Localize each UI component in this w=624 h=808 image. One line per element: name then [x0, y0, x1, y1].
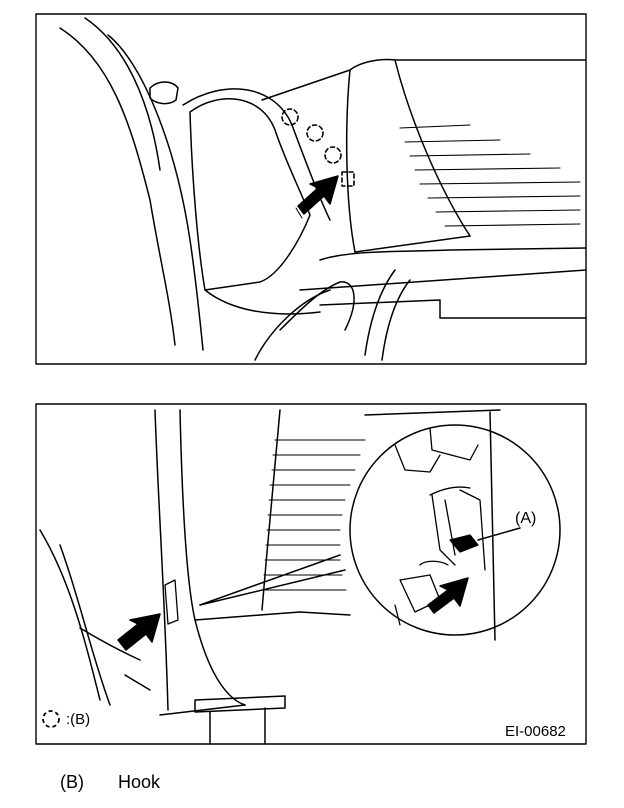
legend-text: :(B): [66, 710, 91, 728]
grab-handle-opening: [189, 98, 311, 291]
removal-arrow-bottom: [117, 613, 161, 651]
figure-id: EI-00682: [505, 723, 566, 740]
caption-text: Hook: [118, 772, 161, 792]
hook-location-markers: [281, 108, 355, 187]
callout-label-a: (A): [515, 510, 537, 527]
side-lamp: [149, 81, 179, 105]
pillar-trim: [261, 58, 586, 101]
callout-leader: [477, 527, 521, 541]
bottom-panel-frame: [35, 403, 587, 745]
caption: (B) Hook: [60, 772, 160, 793]
top-panel-frame: [35, 13, 587, 365]
legend: :(B): [40, 708, 90, 730]
removal-arrow-detail: [427, 577, 469, 614]
detail-magnifier: [349, 424, 561, 636]
dashed-circle-icon: [42, 710, 60, 728]
top-pillar-illustration: [59, 17, 587, 361]
removal-arrow-top: [297, 175, 339, 215]
seatbelt-anchor: [194, 695, 286, 713]
bottom-pillar-illustration: [39, 409, 561, 745]
caption-key: (B): [60, 772, 84, 792]
